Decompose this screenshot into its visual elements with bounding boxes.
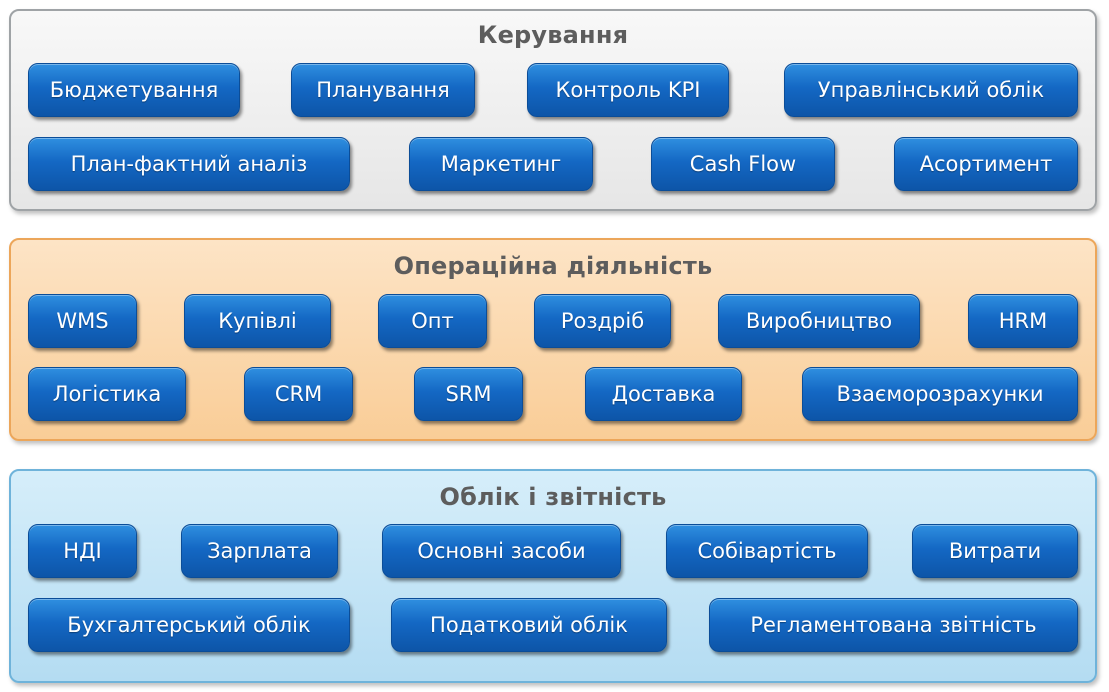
section-title-accounting: Облік і звітність bbox=[439, 483, 667, 511]
module-bookkeeping-button[interactable]: Бухгалтерський облік bbox=[28, 598, 350, 652]
section-title-operations: Операційна діяльність bbox=[393, 252, 713, 280]
section-title-management: Керування bbox=[477, 21, 629, 49]
module-cash-flow-button[interactable]: Cash Flow bbox=[651, 137, 835, 191]
module-payroll-button[interactable]: Зарплата bbox=[181, 524, 338, 578]
module-tax-accounting-button[interactable]: Податковий облік bbox=[391, 598, 667, 652]
module-plan-fact-analysis-button[interactable]: План-фактний аналіз bbox=[28, 137, 350, 191]
module-logistics-button[interactable]: Логістика bbox=[28, 367, 186, 421]
module-srm-button[interactable]: SRM bbox=[414, 367, 523, 421]
module-regulatory-reporting-button[interactable]: Регламентована звітність bbox=[709, 598, 1078, 652]
module-reference-data-button[interactable]: НДІ bbox=[28, 524, 137, 578]
module-assortment-button[interactable]: Асортимент bbox=[894, 137, 1078, 191]
module-retail-button[interactable]: Роздріб bbox=[534, 294, 671, 348]
module-budgeting-button[interactable]: Бюджетування bbox=[28, 63, 240, 117]
module-fixed-assets-button[interactable]: Основні засоби bbox=[382, 524, 621, 578]
module-kpi-control-button[interactable]: Контроль KPI bbox=[527, 63, 729, 117]
module-wms-button[interactable]: WMS bbox=[28, 294, 137, 348]
module-wholesale-button[interactable]: Опт bbox=[378, 294, 487, 348]
module-cost-price-button[interactable]: Собівартість bbox=[666, 524, 868, 578]
module-management-accounting-button[interactable]: Управлінський облік bbox=[784, 63, 1078, 117]
module-settlements-button[interactable]: Взаєморозрахунки bbox=[802, 367, 1078, 421]
module-marketing-button[interactable]: Маркетинг bbox=[409, 137, 593, 191]
module-planning-button[interactable]: Планування bbox=[291, 63, 475, 117]
module-hrm-button[interactable]: HRM bbox=[968, 294, 1078, 348]
module-expenses-button[interactable]: Витрати bbox=[912, 524, 1078, 578]
module-purchases-button[interactable]: Купівлі bbox=[184, 294, 331, 348]
module-crm-button[interactable]: CRM bbox=[244, 367, 353, 421]
module-production-button[interactable]: Виробництво bbox=[718, 294, 920, 348]
module-delivery-button[interactable]: Доставка bbox=[585, 367, 742, 421]
